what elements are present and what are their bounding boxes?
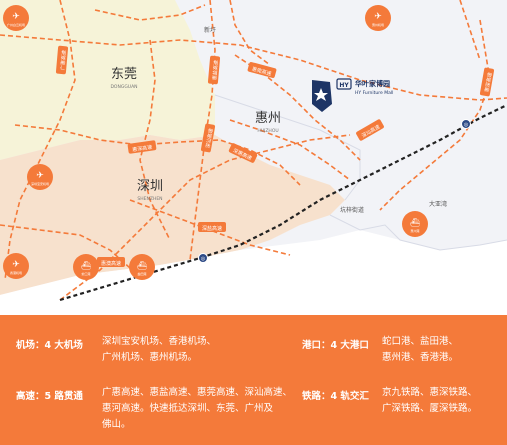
huizhou-border	[214, 94, 361, 201]
coastline	[329, 214, 507, 251]
dongguan-region	[0, 0, 215, 160]
airport-hongkong[interactable]: ✈ 香港机场	[3, 253, 29, 279]
region-dongguan-cn: 东莞	[111, 67, 137, 82]
poi-logo-icon	[336, 78, 352, 90]
highway-text: 广惠高速、惠盐高速、惠莞高速、深汕高速、 惠河高速。快速抵达深圳、东莞、广州及 …	[102, 385, 292, 433]
highway-text-line: 惠河高速。快速抵达深圳、东莞、广州及	[102, 403, 274, 414]
rail-station-markers: ◎ ◎	[198, 119, 471, 263]
rail-station-glyph: ◎	[201, 256, 206, 262]
airport-text: 深圳宝安机场、香港机场、 广州机场、惠州机场。	[102, 334, 216, 366]
port-label-shekou: 蛇口港	[81, 271, 90, 276]
rail-station-icon	[198, 253, 208, 263]
airplane-icon: ✈	[12, 260, 20, 270]
port-text-line: 惠州港、香港港。	[382, 352, 459, 363]
road-label-guanghui: 广惠高速	[59, 50, 68, 71]
airplane-icon: ✈	[12, 12, 20, 22]
airport-text-line: 深圳宝安机场、香港机场、	[102, 336, 217, 347]
road-label-huishen: 惠深高速	[132, 144, 153, 154]
road-label-shenyan: 深盐高速	[202, 225, 222, 232]
port-label-huizhou: 惠州港	[410, 228, 419, 233]
highway-text-line: 佛山。	[102, 419, 131, 430]
region-shenzhen-cn: 深圳	[137, 179, 163, 194]
poi-marker[interactable]: HY 华叶家博园 HY Furniture Mall	[312, 78, 393, 112]
airport-text-line: 广州机场、惠州机场。	[102, 352, 198, 363]
port-huizhou[interactable]: ⛴ 惠州港	[402, 211, 428, 237]
airport-shenzhen[interactable]: ✈ 深圳宝安机场	[27, 164, 53, 190]
region-dongguan-en: DONGGUAN	[110, 84, 137, 90]
poi-logo-mark: HY	[339, 82, 349, 89]
airport-label-huizhou: 惠州机场	[372, 22, 384, 27]
port-label-yantian: 盐田港	[137, 271, 146, 276]
region-huizhou-en: HUIZHOU	[257, 128, 278, 134]
port-label: 港口：4 大港口	[302, 340, 369, 351]
airplane-icon: ✈	[36, 171, 44, 181]
poi-name-cn: 华叶家博园	[355, 79, 390, 88]
airport-label-hongkong: 香港机场	[10, 270, 22, 275]
ship-icon: ⛴	[81, 261, 91, 270]
road-label-huiguan: 惠莞高速	[251, 65, 272, 77]
place-kengzai: 坑梓街道	[340, 206, 364, 214]
port-text-line: 蛇口港、盐田港、	[382, 336, 459, 347]
rail-text: 京九铁路、惠深铁路、 广深铁路、厦深铁路。	[382, 385, 477, 417]
road-label-shenshan: 深汕高速	[204, 128, 214, 149]
airport-label-guangzhou: 广州白云机场	[7, 22, 25, 27]
sea	[0, 230, 507, 315]
highway-label: 高速：5 路贯通	[16, 391, 83, 402]
airport-huizhou[interactable]: ✈ 惠州机场	[365, 5, 391, 31]
airport-guangzhou[interactable]: ✈ 广州白云机场	[3, 5, 29, 31]
port-shekou[interactable]: ⛴ 蛇口港	[73, 254, 99, 280]
map[interactable]: 广惠高速 惠盐高速 惠莞高速 深汕高速 惠深高速	[0, 0, 507, 315]
region-shenzhen-en: SHENZHEN	[137, 196, 162, 202]
place-xinxu: 新圩	[204, 26, 216, 34]
info-panel: 机场：4 大机场 深圳宝安机场、香港机场、 广州机场、惠州机场。 港口：4 大港…	[0, 315, 507, 445]
ship-icon: ⛴	[137, 261, 147, 270]
airport-label: 机场：4 大机场	[16, 340, 83, 351]
rail-station-glyph: ◎	[464, 122, 469, 128]
road-label-huiao: 惠澳高速	[101, 260, 121, 267]
railway	[59, 104, 507, 302]
rail-station-icon	[461, 119, 471, 129]
road-label-huizhou-east: 惠深高速	[483, 72, 493, 93]
star-icon	[314, 88, 328, 101]
rail-label: 铁路：4 轨交汇	[302, 391, 369, 402]
region-huizhou-cn: 惠州	[255, 111, 281, 126]
highway-network	[0, 0, 507, 301]
poi-name-en: HY Furniture Mall	[355, 90, 393, 96]
road-label-huiyan: 惠盐高速	[211, 60, 220, 81]
port-yantian[interactable]: ⛴ 盐田港	[129, 254, 155, 280]
highway-text-line: 广惠高速、惠盐高速、惠莞高速、深汕高速、	[102, 387, 293, 398]
rail-text-line: 京九铁路、惠深铁路、	[382, 387, 478, 398]
rail-text-line: 广深铁路、厦深铁路。	[382, 403, 478, 414]
place-dayawan: 大亚湾	[429, 200, 447, 208]
port-text: 蛇口港、盐田港、 惠州港、香港港。	[382, 334, 458, 366]
ship-icon: ⛴	[410, 218, 420, 227]
airplane-icon: ✈	[374, 12, 382, 22]
airport-label-shenzhen: 深圳宝安机场	[31, 181, 49, 186]
